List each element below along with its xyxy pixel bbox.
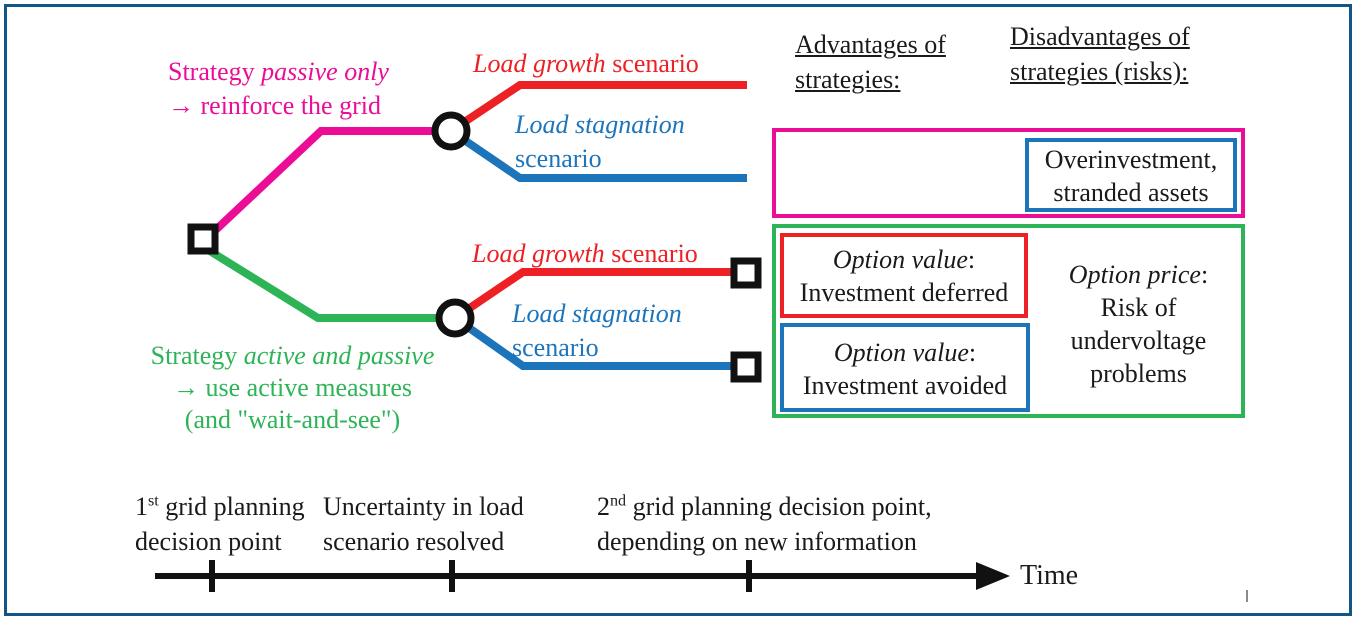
option-value-avoided-box: Option value: Investment avoided (780, 323, 1030, 412)
overinvestment-line2: stranded assets (1053, 178, 1209, 207)
option-price-colon: : (1200, 260, 1209, 289)
strategy-active-label: Strategy active and passive → use active… (130, 340, 455, 436)
strategy-passive-lead: Strategy (168, 57, 262, 86)
branch-load-stagnation-bottom (452, 314, 734, 370)
option-value-emph: Option value (832, 245, 968, 274)
disadvantages-header-line2: strategies (risks): (1010, 57, 1189, 86)
timeline-point3-ordinal: nd (610, 492, 627, 510)
load-growth-label-bottom: Load growth scenario (472, 237, 698, 271)
decision-node-2-stagnation (730, 351, 762, 383)
option-price-emph: Option price (1068, 260, 1201, 289)
strategy-passive-emph: passive only (261, 57, 389, 86)
load-stagnation-label-top: Load stagnation scenario (515, 108, 685, 176)
stray-cursor-mark (1246, 590, 1248, 602)
disadvantages-header: Disadvantages of strategies (risks): (1010, 19, 1190, 89)
timeline-point2-line1: Uncertainty in load (323, 492, 524, 521)
strategy-active-line2: → use active measures (173, 373, 412, 402)
timeline-point2-label: Uncertainty in load scenario resolved (323, 489, 524, 559)
option-value-emph: Option value (833, 338, 969, 367)
decision-node-2-growth (730, 257, 762, 289)
load-stagnation-emph: Load stagnation (512, 299, 682, 328)
chance-node-bottom (435, 298, 475, 338)
load-growth-label-top: Load growth scenario (473, 47, 699, 81)
option-value-deferred-line2: Investment deferred (799, 278, 1009, 307)
option-price-line3: undervoltage (1070, 326, 1207, 355)
strategy-active-line3: (and "wait-and-see") (184, 405, 401, 434)
branch-load-stagnation-top (448, 127, 747, 182)
option-value-colon: : (968, 338, 977, 367)
strategy-passive-line1: Strategy passive only (168, 55, 389, 89)
disadvantages-header-line1: Disadvantages of (1010, 22, 1190, 51)
option-price-line1: Option price: (1036, 258, 1241, 291)
timeline-point1-ordinal: st (148, 492, 159, 510)
figure-border (4, 4, 1352, 616)
timeline-point1-num: 1 (135, 492, 148, 521)
timeline-point2-line2: scenario resolved (323, 527, 505, 556)
option-value-avoided-line2: Investment avoided (802, 371, 1008, 400)
advantages-header-line2: strategies: (795, 65, 901, 94)
timeline-point3-line1: 2nd grid planning decision point, (597, 489, 932, 524)
strategy-active-line1: Strategy active and passive (130, 340, 455, 372)
load-growth-rest: scenario (605, 49, 699, 78)
option-value-colon: : (967, 245, 976, 274)
strategy-passive-line2: → reinforce the grid (168, 91, 381, 120)
option-value-deferred-line1: Option value: (784, 243, 1024, 276)
load-stagnation-line1: Load stagnation (515, 108, 685, 142)
timeline-point1-label: 1st grid planning decision point (135, 489, 305, 559)
branch-active-strategy (202, 244, 455, 322)
advantages-header-line1: Advantages of (795, 30, 946, 59)
branch-load-growth-bottom (452, 268, 734, 322)
time-axis-label: Time (1020, 560, 1079, 591)
load-stagnation-label-bottom: Load stagnation scenario (512, 297, 682, 365)
load-growth-rest: scenario (604, 239, 698, 268)
load-growth-emph: Load growth (473, 49, 606, 78)
advantages-header: Advantages of strategies: (795, 27, 946, 97)
chance-node-top (431, 111, 471, 151)
time-axis-arrowhead-icon (976, 562, 1010, 590)
load-stagnation-line1: Load stagnation (512, 297, 682, 331)
load-stagnation-emph: Load stagnation (515, 110, 685, 139)
decision-node-1 (187, 223, 219, 255)
option-price-line4: problems (1090, 359, 1187, 388)
load-stagnation-line2: scenario (512, 333, 599, 362)
timeline-point3-rest: grid planning decision point, (626, 492, 932, 521)
overinvestment-line1: Overinvestment, (1044, 145, 1218, 174)
timeline-point1-line2: decision point (135, 527, 282, 556)
timeline-point1-rest: grid planning (158, 492, 305, 521)
timeline-point3-label: 2nd grid planning decision point, depend… (597, 489, 932, 559)
branch-load-growth-top (448, 81, 747, 135)
strategy-active-lead: Strategy (150, 341, 244, 370)
timeline-point3-num: 2 (597, 492, 610, 521)
option-value-avoided-line1: Option value: (784, 336, 1026, 369)
load-growth-emph: Load growth (472, 239, 605, 268)
timeline-point3-line2: depending on new information (597, 527, 917, 556)
timeline-point1-line1: 1st grid planning (135, 489, 305, 524)
option-price-label: Option price: Risk of undervoltage probl… (1036, 258, 1241, 390)
strategy-passive-label: Strategy passive only → reinforce the gr… (168, 55, 389, 123)
overinvestment-box: Overinvestment, stranded assets (1025, 138, 1237, 212)
strategy-active-emph: active and passive (243, 341, 435, 370)
branch-passive-strategy (202, 127, 451, 243)
option-price-line2: Risk of (1100, 293, 1177, 322)
load-stagnation-line2: scenario (515, 144, 602, 173)
option-value-deferred-box: Option value: Investment deferred (780, 233, 1028, 318)
